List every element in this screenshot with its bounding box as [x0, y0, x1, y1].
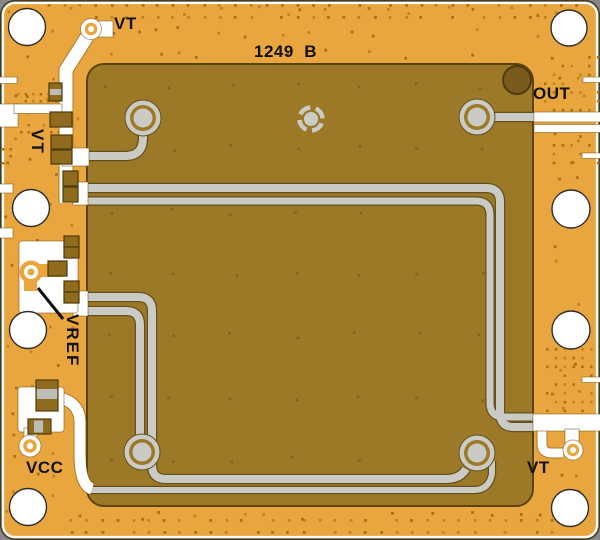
chip: [62, 170, 79, 187]
mounting-hole: [551, 189, 591, 229]
vcc-pad: [18, 434, 42, 458]
vt-br-launch: [532, 413, 600, 432]
component-bands: [34, 89, 62, 433]
chip: [62, 186, 79, 203]
label-part-number: 1249 B: [254, 42, 318, 61]
chip: [49, 111, 73, 128]
chip: [47, 260, 68, 277]
out-launch-top: [533, 111, 600, 123]
chip: [63, 235, 80, 248]
mounting-hole: [551, 310, 591, 350]
vt-top-pad: [80, 18, 102, 40]
chip-band: [34, 420, 43, 433]
mounting-holes: [7, 7, 591, 528]
vref-pointer-line: [36, 287, 65, 320]
vcc-trace: [53, 391, 95, 495]
cap-band: [36, 389, 58, 399]
mounting-hole: [7, 7, 47, 47]
edge-stub-right-2: [581, 152, 600, 159]
label-vt-bottom-right: VT: [527, 458, 550, 477]
mounting-hole: [8, 487, 48, 527]
vt-br-pad: [562, 439, 584, 461]
pad-top-right: [458, 98, 496, 136]
trace-top-left: [87, 118, 147, 160]
trace-vcc: [87, 461, 495, 493]
pad-bottom-left: [123, 433, 161, 471]
mounting-hole: [550, 488, 590, 528]
through-hole-pads: [18, 18, 584, 461]
edge-stub-right-3: [581, 376, 600, 383]
edge-stub-left-2: [0, 183, 14, 194]
label-out: OUT: [533, 84, 571, 103]
vt-br-trace: [537, 429, 563, 458]
chip: [63, 291, 80, 304]
mounting-hole: [11, 188, 51, 228]
chip: [63, 246, 80, 259]
mounting-hole: [8, 310, 48, 350]
trace-loop-inner: [87, 197, 534, 421]
chip: [63, 280, 80, 293]
pad-bottom-right: [458, 434, 496, 472]
edge-stub-right-1: [582, 76, 600, 83]
label-vref: VREF: [63, 314, 82, 368]
mounting-hole: [550, 9, 588, 47]
ground-plane: [86, 63, 534, 507]
label-vt-top: VT: [114, 14, 137, 33]
trace-vref-a: [87, 293, 470, 483]
plane-pads: [123, 98, 496, 472]
trace-vref-b: [87, 307, 144, 440]
edge-stub-left-3: [0, 227, 14, 239]
vt-left-bar: [13, 103, 63, 114]
out-launch-bottom: [533, 124, 600, 133]
signal-traces: [87, 113, 534, 493]
label-vt-left: VT: [28, 129, 47, 155]
chip: [50, 149, 73, 165]
unplated-hole: [502, 65, 532, 95]
label-vcc: VCC: [26, 458, 64, 477]
chip-band: [49, 89, 62, 95]
trace-loop-outer: [87, 184, 534, 431]
edge-stub-left-1: [0, 76, 18, 84]
pad-top-left: [124, 99, 162, 137]
chip: [50, 134, 73, 150]
